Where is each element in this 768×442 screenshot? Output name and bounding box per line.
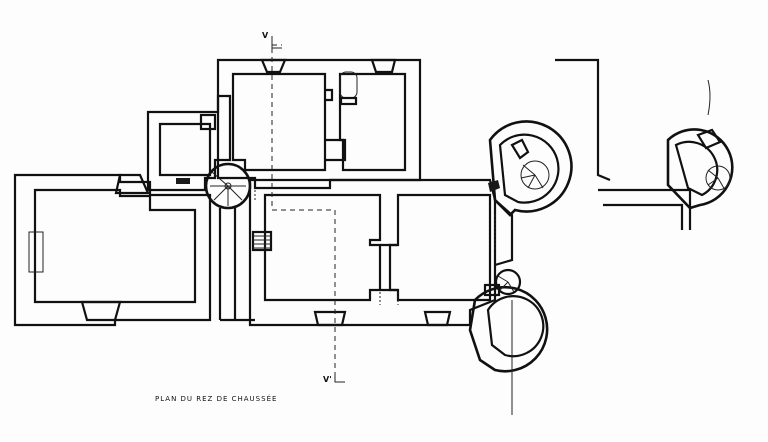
section-line: V V': [262, 31, 345, 384]
west-hall-window: [80, 300, 122, 322]
central-block: [248, 178, 497, 327]
north-room-oven: [339, 71, 358, 99]
west-hall: [13, 173, 212, 327]
northwest-room-chimney: [199, 113, 217, 131]
northeast-tower: [488, 120, 573, 217]
northwest-spiral-stair: [204, 162, 255, 322]
west-hall-north-window: [114, 173, 150, 195]
section-mark-top: V: [262, 31, 269, 40]
west-hall-fireplace: [28, 231, 44, 273]
east-walls: [494, 199, 514, 415]
detail-tower-view: [555, 58, 734, 230]
north-central-block: [216, 58, 422, 190]
plan-caption: PLAN DU REZ DE CHAUSSÉE: [155, 395, 278, 403]
section-mark-bottom: V': [323, 375, 332, 384]
central-stair: [251, 230, 273, 252]
southeast-tower: [468, 268, 549, 373]
